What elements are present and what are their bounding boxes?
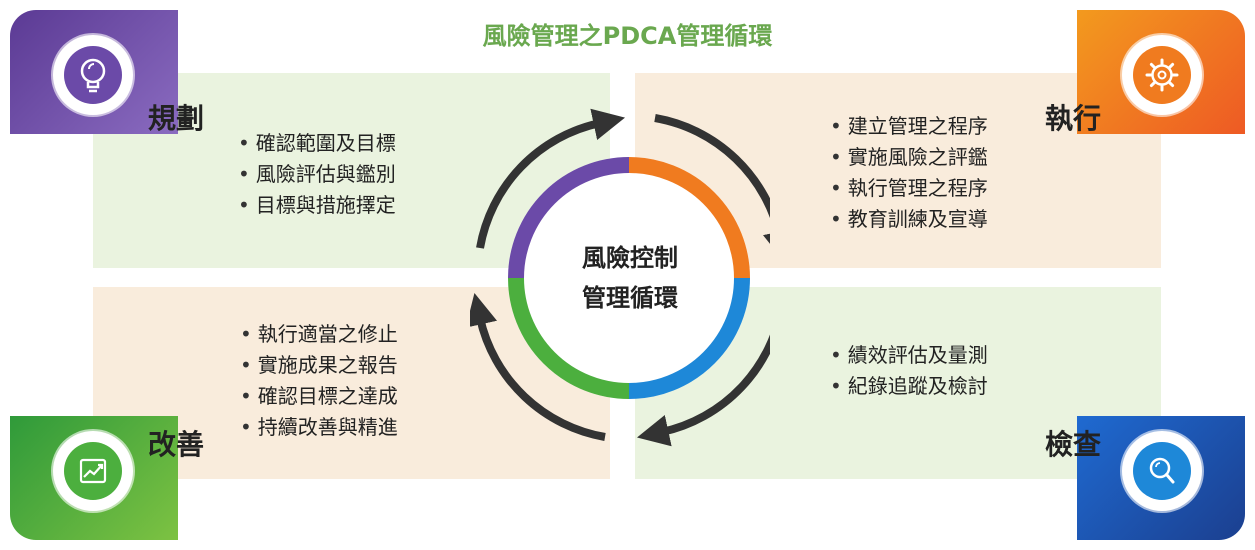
plan-badge bbox=[53, 35, 133, 115]
list-item: 實施成果之報告 bbox=[240, 350, 398, 381]
cycle-center-label: 風險控制 管理循環 bbox=[560, 238, 700, 318]
list-item: 執行適當之修止 bbox=[240, 319, 398, 350]
arrow-plan-to-do bbox=[476, 108, 626, 249]
arrow-act-to-plan bbox=[470, 293, 606, 441]
do-ring-segment bbox=[628, 157, 750, 279]
list-item: 教育訓練及宣導 bbox=[830, 204, 988, 235]
cycle-center-line2: 管理循環 bbox=[582, 284, 678, 312]
check-item-list: 績效評估及量測 紀錄追蹤及檢討 bbox=[830, 340, 988, 402]
cycle-center-line1: 風險控制 bbox=[582, 244, 678, 272]
check-ring-segment bbox=[628, 277, 750, 399]
plan-item-list: 確認範圍及目標 風險評估與鑑別 目標與措施擇定 bbox=[238, 128, 396, 221]
plan-ring-segment bbox=[508, 157, 630, 279]
act-stage-label: 改善 bbox=[148, 428, 205, 461]
list-item: 實施風險之評鑑 bbox=[830, 142, 988, 173]
do-stage-label: 執行 bbox=[1045, 102, 1102, 135]
list-item: 持續改善與精進 bbox=[240, 412, 398, 443]
list-item: 目標與措施擇定 bbox=[238, 190, 396, 221]
check-badge bbox=[1122, 431, 1202, 511]
act-ring-segment bbox=[508, 277, 630, 399]
list-item: 確認目標之達成 bbox=[240, 381, 398, 412]
diagram-title: 風險管理之PDCA管理循環 bbox=[482, 22, 773, 50]
list-item: 風險評估與鑑別 bbox=[238, 159, 396, 190]
plan-stage-label: 規劃 bbox=[148, 102, 205, 135]
do-badge bbox=[1122, 35, 1202, 115]
act-item-list: 執行適當之修止 實施成果之報告 確認目標之達成 持續改善與精進 bbox=[240, 319, 398, 443]
magnifier-icon bbox=[1149, 457, 1175, 484]
lightbulb-icon bbox=[80, 58, 106, 93]
cycle-center-disc bbox=[508, 157, 750, 399]
act-badge bbox=[53, 431, 133, 511]
list-item: 建立管理之程序 bbox=[830, 111, 988, 142]
list-item: 紀錄追蹤及檢討 bbox=[830, 371, 988, 402]
list-item: 確認範圍及目標 bbox=[238, 128, 396, 159]
cycle-graphic bbox=[470, 108, 770, 447]
arrow-check-to-act bbox=[636, 334, 770, 447]
list-item: 績效評估及量測 bbox=[830, 340, 988, 371]
gear-icon bbox=[1145, 58, 1179, 92]
growth-chart-icon bbox=[79, 458, 107, 484]
check-stage-label: 檢查 bbox=[1045, 428, 1102, 461]
do-item-list: 建立管理之程序 實施風險之評鑑 執行管理之程序 教育訓練及宣導 bbox=[830, 111, 988, 235]
list-item: 執行管理之程序 bbox=[830, 173, 988, 204]
arrow-do-to-check bbox=[654, 114, 770, 264]
